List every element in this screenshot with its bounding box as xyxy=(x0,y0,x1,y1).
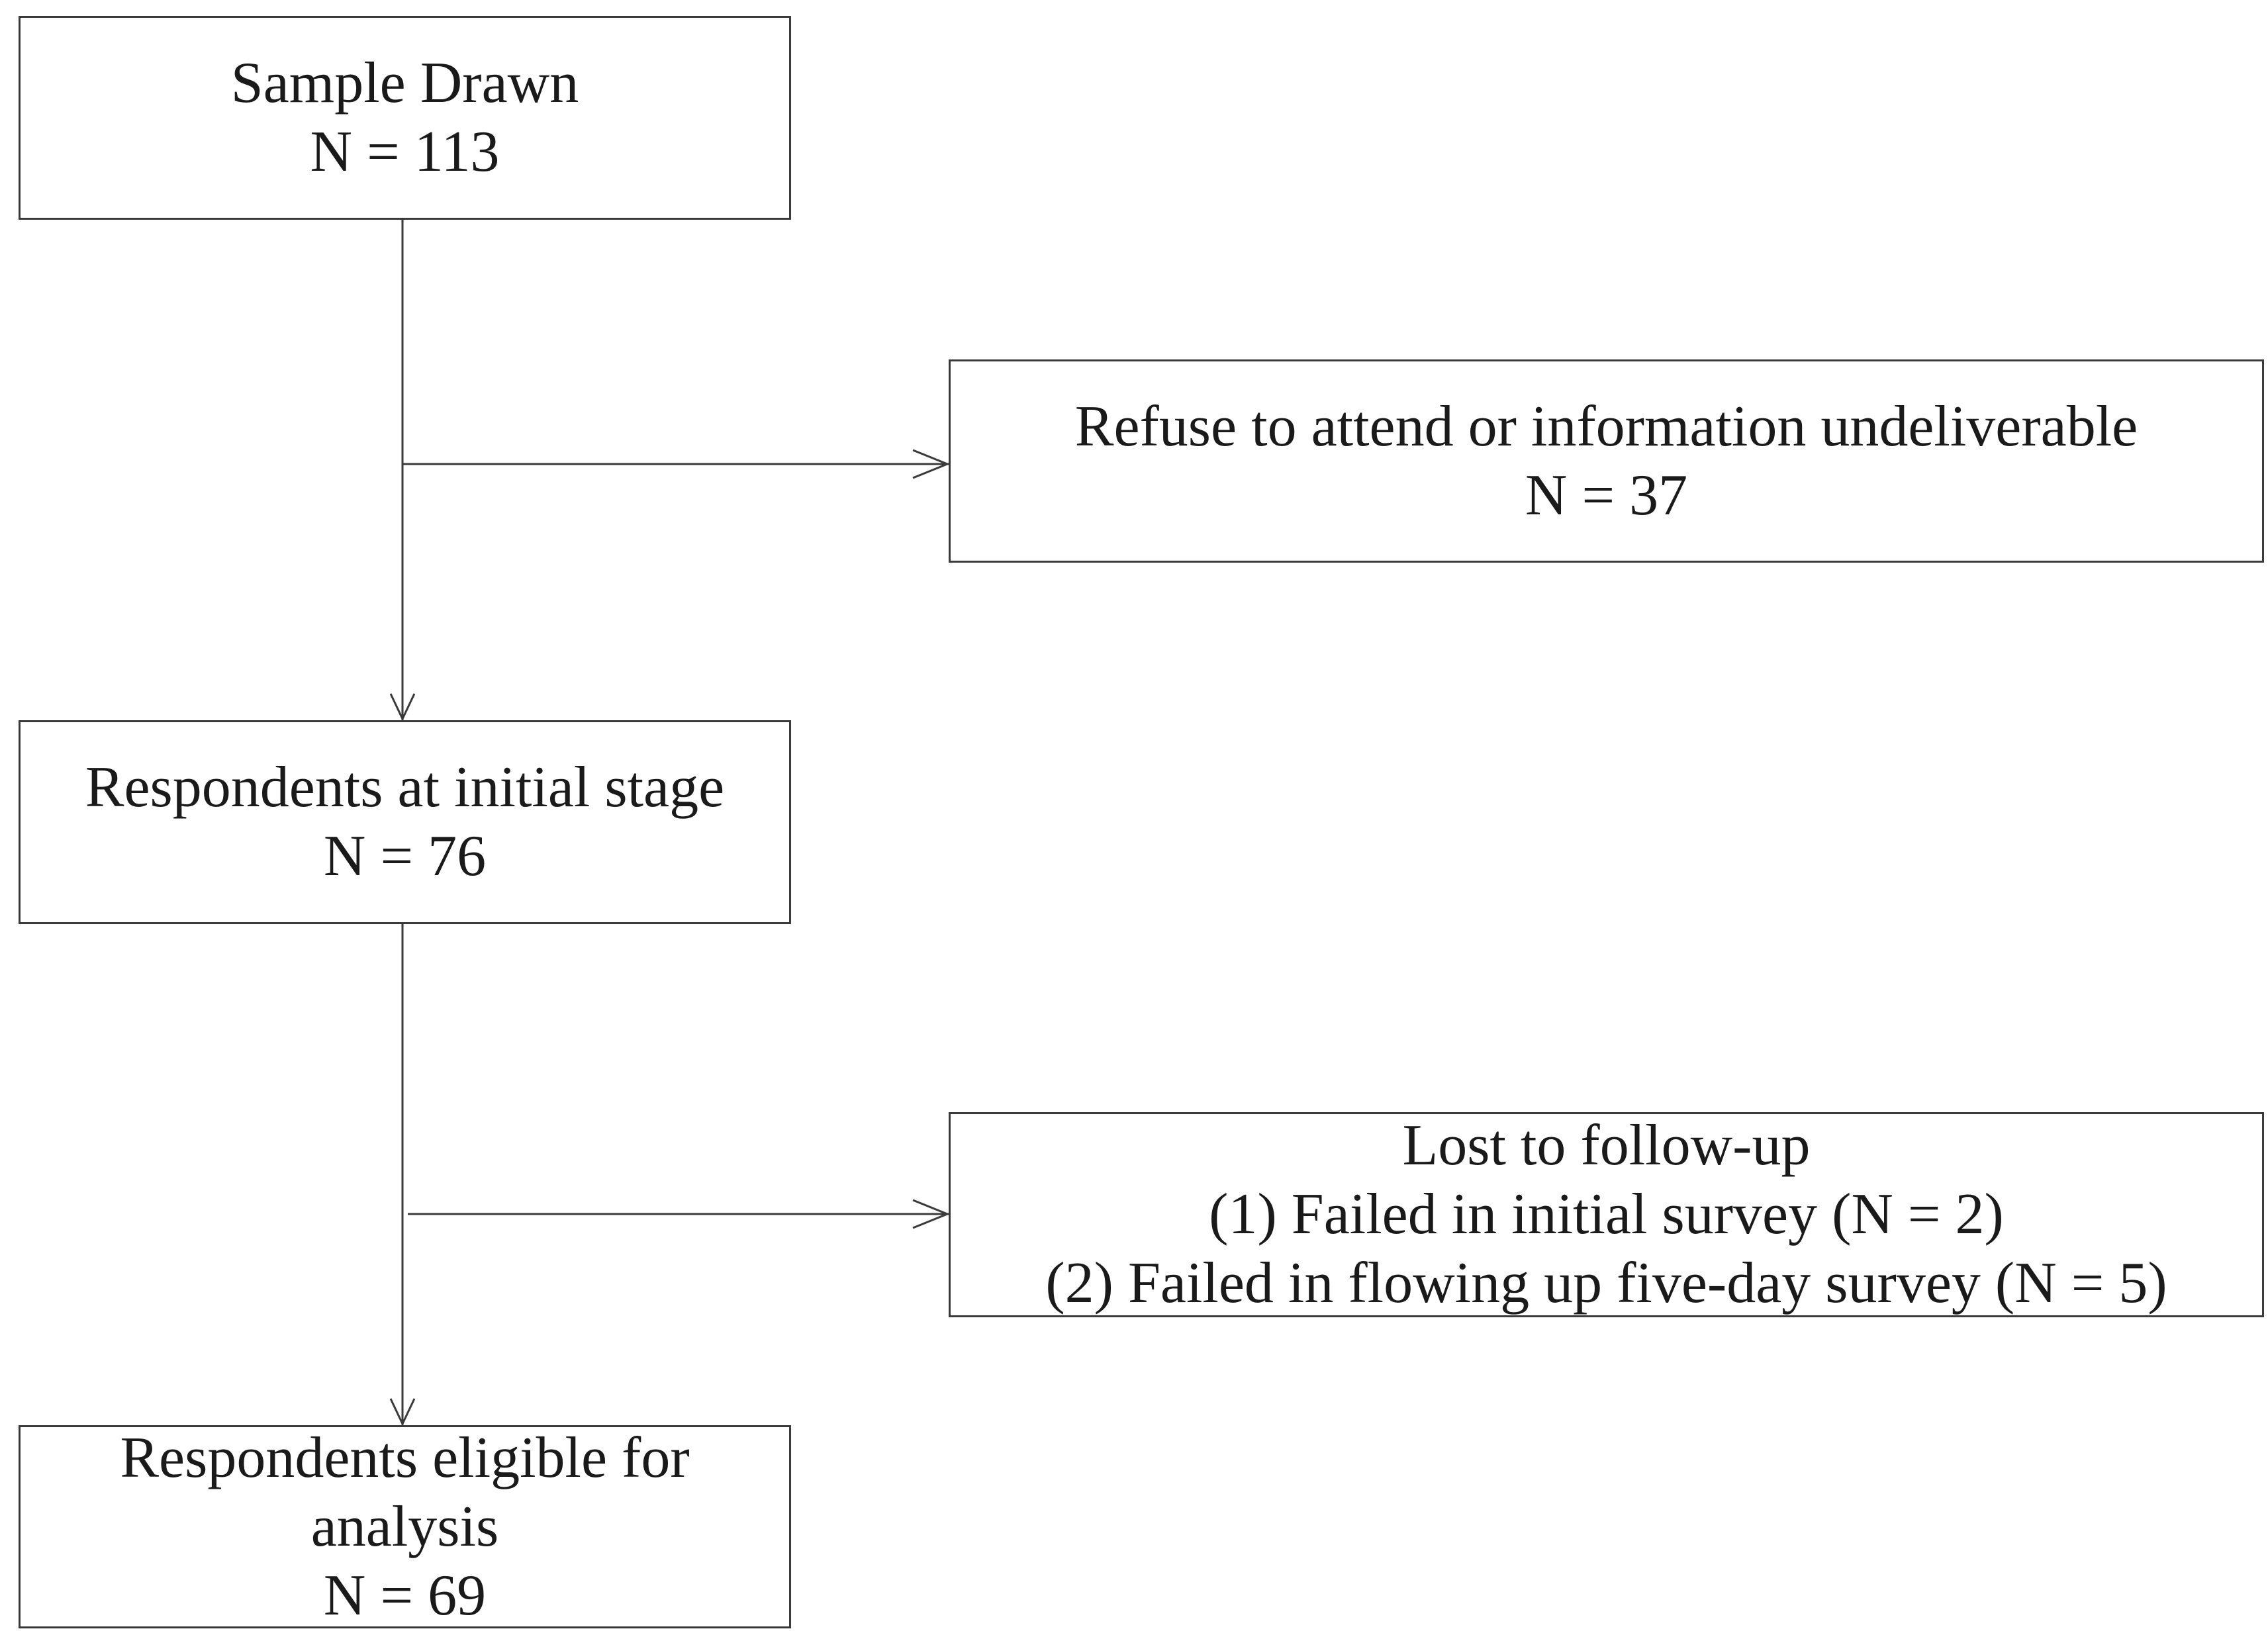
lost-to-follow-up-box: Lost to follow-up (1) Failed in initial … xyxy=(949,1112,2264,1317)
initial-stage-title: Respondents at initial stage xyxy=(85,755,725,819)
arrowhead-to-refuse xyxy=(912,449,951,479)
initial-stage-box: Respondents at initial stage N = 76 xyxy=(19,720,791,924)
sample-drawn-title: Sample Drawn xyxy=(230,51,579,115)
initial-stage-count: N = 76 xyxy=(323,824,487,888)
lost-item-2: (2) Failed in flowing up five-day survey… xyxy=(1045,1251,2167,1315)
lost-title: Lost to follow-up xyxy=(1402,1113,1811,1178)
eligible-title-line-2: analysis xyxy=(310,1494,499,1559)
arrowhead-to-lost xyxy=(912,1199,951,1229)
eligible-box: Respondents eligible for analysis N = 69 xyxy=(19,1425,791,1628)
sample-drawn-box: Sample Drawn N = 113 xyxy=(19,16,791,220)
sample-drawn-count: N = 113 xyxy=(310,120,500,184)
refused-box: Refuse to attend or information undelive… xyxy=(949,359,2264,563)
eligible-title-line-1: Respondents eligible for xyxy=(120,1425,690,1490)
lost-item-1: (1) Failed in initial survey (N = 2) xyxy=(1209,1182,2004,1246)
refused-title: Refuse to attend or information undelive… xyxy=(1074,394,2138,459)
arrowhead-to-initial xyxy=(389,693,416,722)
eligible-count: N = 69 xyxy=(323,1563,487,1628)
arrowhead-to-eligible xyxy=(389,1398,416,1427)
refused-count: N = 37 xyxy=(1525,463,1688,528)
